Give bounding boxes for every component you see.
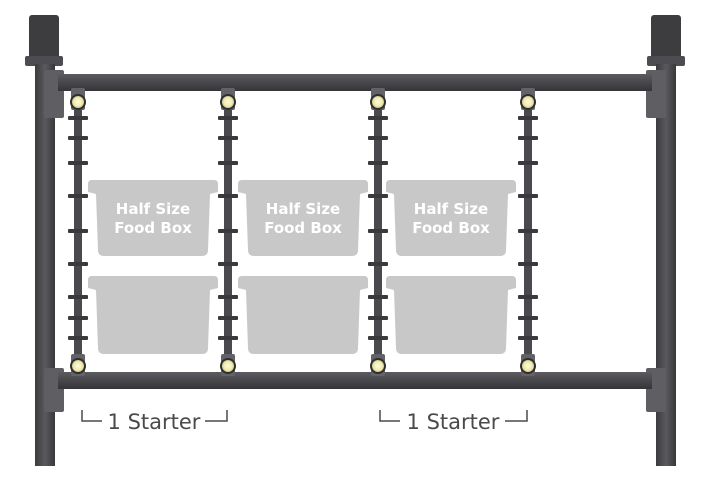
right-post-cap [651,15,681,61]
hanger-rung [368,116,388,120]
food-box-label-line2: Food Box [412,219,490,237]
hanger-rung [218,229,238,233]
light-icon [520,94,536,110]
hanger-rung [518,136,538,140]
hanger-rung [68,262,88,266]
light-icon [220,358,236,374]
hanger-bar [368,88,388,376]
top-rail [58,74,652,91]
food-box-label-line1: Half Size [266,200,340,218]
food-box-label-line1: Half Size [116,200,190,218]
food-box-bottom [88,276,218,354]
hanger-rung [218,161,238,165]
hanger-rung [518,316,538,320]
food-box-bottom [238,276,368,354]
hanger-rung [218,194,238,198]
hanger-rung [518,295,538,299]
hanger-rung [68,136,88,140]
hanger-rung [518,194,538,198]
hanger-rung [518,336,538,340]
hanger-rung [368,194,388,198]
light-icon [370,94,386,110]
light-icon [70,94,86,110]
starter-2: 1 Starter [379,410,528,434]
hanger-rung [218,295,238,299]
hanger-rung [218,316,238,320]
hanger-rung [368,336,388,340]
hanger-rung [368,295,388,299]
hanger-rung [518,116,538,120]
hanger-rung [368,136,388,140]
hanger-rung [518,161,538,165]
hanger-rung [68,316,88,320]
hanger-rung [68,295,88,299]
hanger-rung [518,229,538,233]
light-icon [70,358,86,374]
hanger-rung [68,194,88,198]
hanger-rung [218,136,238,140]
hanger-rung [368,229,388,233]
hanger-rung [68,229,88,233]
food-box-bottom [386,276,516,354]
starter-1: 1 Starter [81,410,228,434]
left-post-cap [29,15,59,61]
hanger-rung [68,161,88,165]
hanger-rung [518,262,538,266]
hanger-rung [368,161,388,165]
light-icon [220,94,236,110]
hanger-bar [518,88,538,376]
light-icon [370,358,386,374]
hanger-bar [218,88,238,376]
hanger-rung [218,116,238,120]
food-box-label-line1: Half Size [414,200,488,218]
hanger-bar [68,88,88,376]
rail-lights [70,94,536,374]
hanger-rung [218,262,238,266]
food-box-label-line2: Food Box [264,219,342,237]
hanger-rung [368,262,388,266]
starter-label-2: 1 Starter [407,410,500,434]
hanger-rung [68,116,88,120]
food-box-label-line2: Food Box [114,219,192,237]
left-post [25,15,64,466]
hanger-rung [68,336,88,340]
hanger-rung [368,316,388,320]
bottom-rail [58,372,652,389]
starter-label-1: 1 Starter [108,410,201,434]
hanger-rung [218,336,238,340]
light-icon [520,358,536,374]
